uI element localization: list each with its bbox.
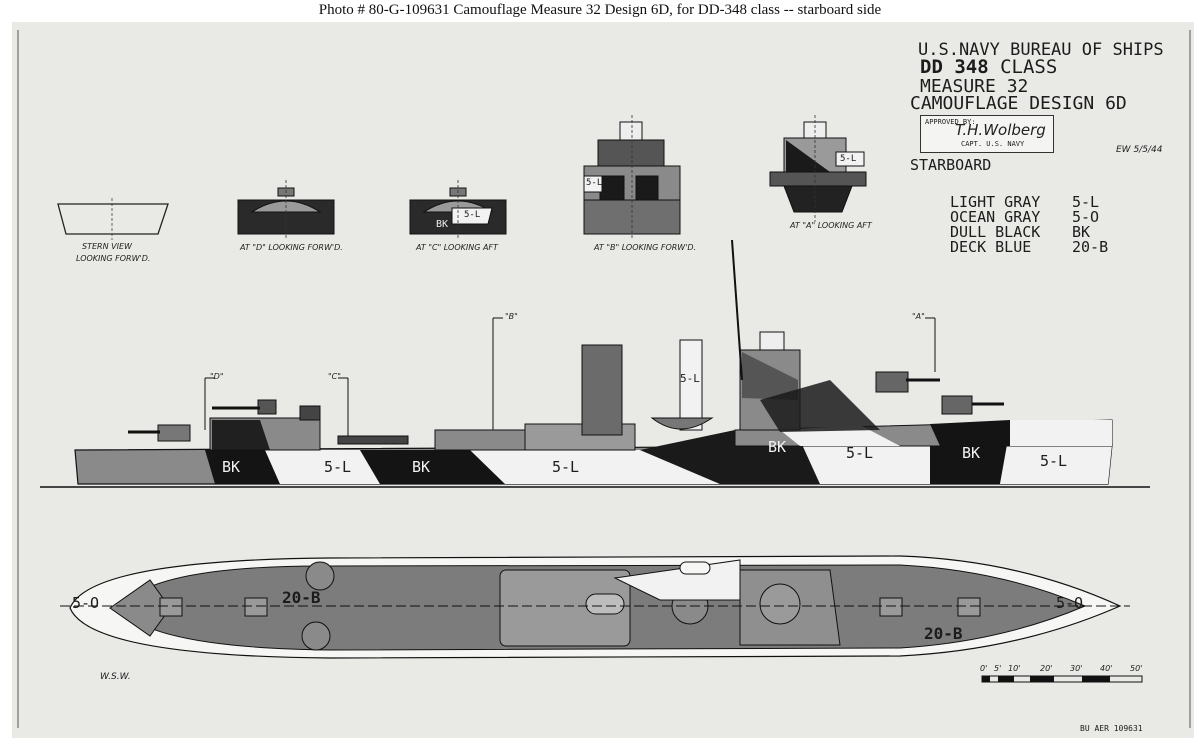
stern-view-caption-1: STERN VIEW xyxy=(82,242,132,251)
title-line-1: U.S.NAVY BUREAU OF SHIPS xyxy=(918,40,1164,60)
marker-a: "A" xyxy=(912,312,925,321)
legend-name-3: DULL BLACK xyxy=(950,223,1041,241)
section-b-caption: AT "B" LOOKING FORW'D. xyxy=(594,243,697,252)
title-line-2: DD 348 CLASS xyxy=(920,56,1057,78)
marker-c: "C" xyxy=(328,372,341,381)
negative-number: BU AER 109631 xyxy=(1080,724,1143,733)
legend-name-2: OCEAN GRAY xyxy=(950,208,1041,226)
section-b-view xyxy=(583,115,681,240)
scale-bar xyxy=(981,675,1143,683)
title-line-4: CAMOUFLAGE DESIGN 6D xyxy=(910,93,1127,114)
legend-code-4: 20-B xyxy=(1072,238,1109,256)
scale-tick-5: 40' xyxy=(1100,664,1113,673)
section-b-5l-label: 5-L xyxy=(586,178,603,188)
hull-label-4: 5-L xyxy=(552,458,580,476)
section-c-caption: AT "C" LOOKING AFT xyxy=(416,243,498,252)
hull-label-3: BK xyxy=(412,458,431,476)
section-d-view xyxy=(237,180,335,240)
marker-b: "B" xyxy=(505,312,518,321)
approval-stamp: APPROVED BY: T.H.Wolberg CAPT. U.S. NAVY xyxy=(920,115,1054,153)
legend-code-2: 5-O xyxy=(1072,208,1100,226)
plan-view xyxy=(60,555,1130,659)
legend-code-3: BK xyxy=(1072,223,1091,241)
plan-deck-fwd-20b: 20-B xyxy=(924,624,963,643)
stern-view xyxy=(57,198,169,240)
photo-caption: Photo # 80-G-109631 Camouflage Measure 3… xyxy=(318,2,882,18)
hull-label-7: BK xyxy=(962,444,981,462)
scale-tick-1: 5' xyxy=(994,664,1002,673)
scale-tick-2: 10' xyxy=(1008,664,1021,673)
class-number: DD 348 xyxy=(920,56,989,78)
approved-by-label: APPROVED BY: xyxy=(925,118,976,126)
section-c-5l-label: 5-L xyxy=(464,210,481,220)
legend-name-1: LIGHT GRAY xyxy=(950,193,1041,211)
draftsman-initials: W.S.W. xyxy=(100,672,131,682)
scale-tick-6: 50' xyxy=(1130,664,1143,673)
section-a-view xyxy=(769,115,867,222)
funnel-label: 5-L xyxy=(680,372,700,385)
hull-label-2: 5-L xyxy=(324,458,352,476)
draftsman-date: EW 5/5/44 xyxy=(1116,145,1163,155)
scale-tick-0: 0' xyxy=(980,664,988,673)
hull-label-5: BK xyxy=(768,438,787,456)
section-c-view xyxy=(409,180,507,240)
section-d-caption: AT "D" LOOKING FORW'D. xyxy=(240,243,343,252)
scale-tick-4: 30' xyxy=(1070,664,1083,673)
plan-deck-aft-20b: 20-B xyxy=(282,588,321,607)
side-label: STARBOARD xyxy=(910,156,992,174)
stern-view-caption-2: LOOKING FORW'D. xyxy=(76,254,151,263)
plan-bow-5o: 5-O xyxy=(1056,594,1084,612)
class-word: CLASS xyxy=(1000,56,1058,78)
approver-signature: T.H.Wolberg xyxy=(955,121,1046,139)
legend-code-1: 5-L xyxy=(1072,193,1100,211)
plan-stern-5o: 5-O xyxy=(72,594,100,612)
scale-tick-3: 20' xyxy=(1040,664,1053,673)
section-c-bk-label: BK xyxy=(436,219,449,230)
section-a-caption: AT "A" LOOKING AFT xyxy=(790,221,872,230)
profile-view xyxy=(40,239,1150,488)
section-a-5l-label: 5-L xyxy=(840,154,857,164)
approver-rank: CAPT. U.S. NAVY xyxy=(961,140,1025,148)
marker-d: "D" xyxy=(210,372,224,381)
legend-name-4: DECK BLUE xyxy=(950,238,1032,256)
hull-label-6: 5-L xyxy=(846,444,874,462)
title-line-3: MEASURE 32 xyxy=(920,76,1029,97)
hull-label-8: 5-L xyxy=(1040,452,1068,470)
hull-label-1: BK xyxy=(222,458,241,476)
